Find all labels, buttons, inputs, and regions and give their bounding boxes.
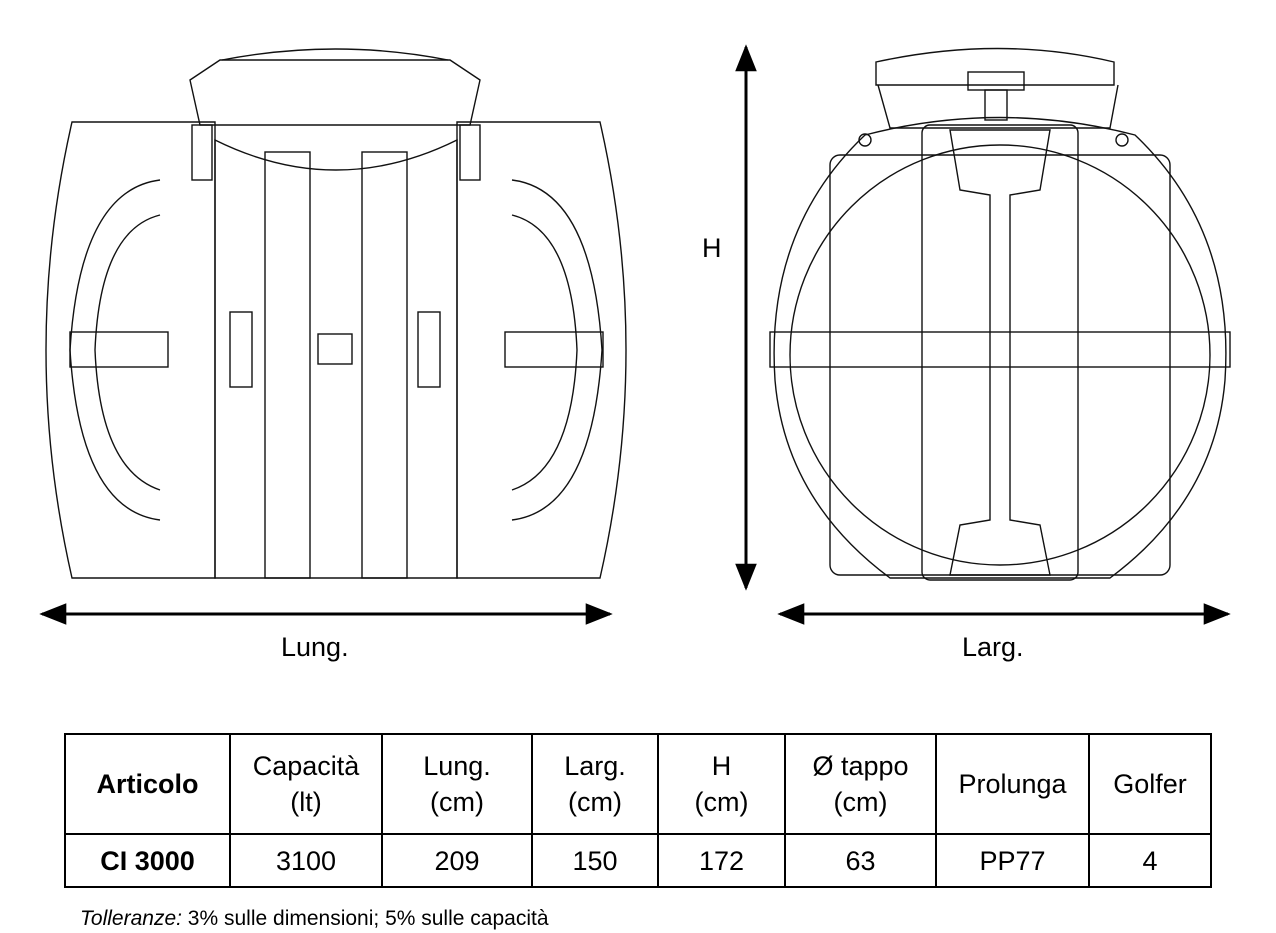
table-header-row: Articolo Capacità(lt) Lung.(cm) Larg.(cm… xyxy=(64,733,1212,835)
cell-h: 172 xyxy=(657,833,786,888)
cell-capacita: 3100 xyxy=(229,833,383,888)
specs-table: Articolo Capacità(lt) Lung.(cm) Larg.(cm… xyxy=(64,733,1212,888)
tolerance-label: Tolleranze: xyxy=(80,907,182,930)
header-larg: Larg.(cm) xyxy=(531,733,659,835)
technical-drawing xyxy=(39,44,1231,625)
length-label: Lung. xyxy=(281,632,349,662)
width-label: Larg. xyxy=(962,632,1024,662)
tank-side-view xyxy=(45,48,627,579)
header-lung: Lung.(cm) xyxy=(381,733,533,835)
tank-front-view xyxy=(769,47,1231,581)
height-label: H xyxy=(702,233,722,263)
cell-larg: 150 xyxy=(531,833,659,888)
cell-prolunga: PP77 xyxy=(935,833,1090,888)
header-capacita: Capacità(lt) xyxy=(229,733,383,835)
header-articolo: Articolo xyxy=(64,733,231,835)
tolerance-note: Tolleranze: 3% sulle dimensioni; 5% sull… xyxy=(80,907,549,931)
header-prolunga: Prolunga xyxy=(935,733,1090,835)
header-golfer: Golfer xyxy=(1088,733,1212,835)
header-tappo: Ø tappo(cm) xyxy=(784,733,937,835)
header-h: H(cm) xyxy=(657,733,786,835)
cell-tappo: 63 xyxy=(784,833,937,888)
table-row: CI 3000 3100 209 150 172 63 PP77 4 xyxy=(64,833,1212,888)
cell-articolo: CI 3000 xyxy=(64,833,231,888)
cell-lung: 209 xyxy=(381,833,533,888)
tolerance-text: 3% sulle dimensioni; 5% sulle capacità xyxy=(181,907,549,930)
cell-golfer: 4 xyxy=(1088,833,1212,888)
